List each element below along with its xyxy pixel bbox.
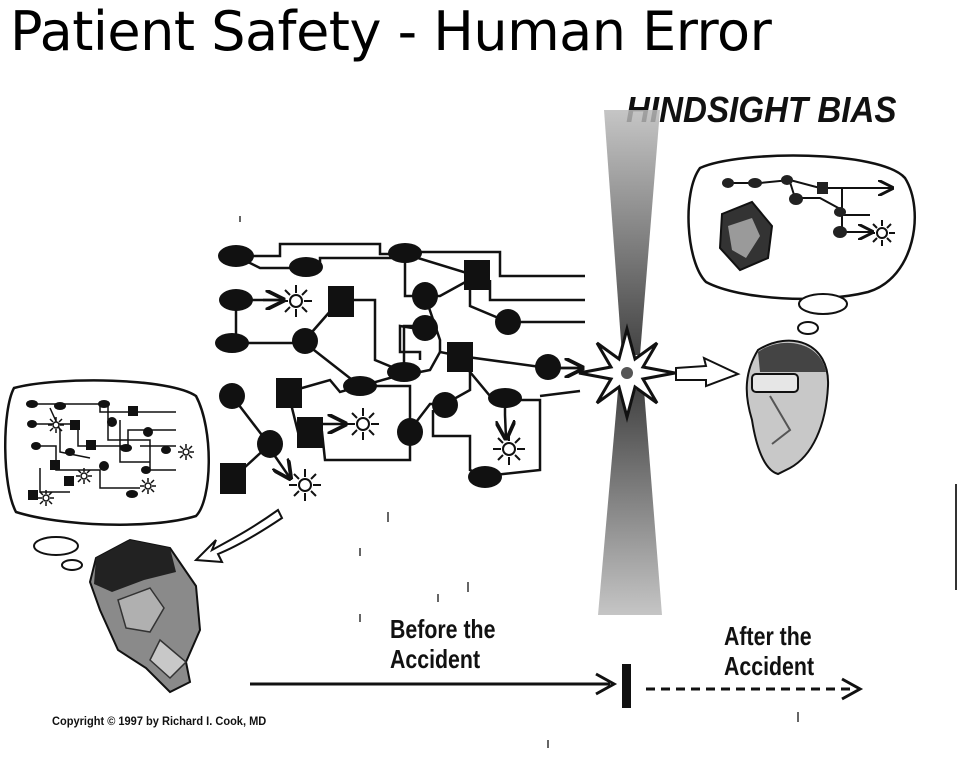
event-node: [343, 376, 377, 396]
hindsight-thought-bubble: [687, 154, 916, 335]
decision-node: [464, 260, 490, 290]
event-node: [292, 328, 318, 354]
before-label-line1: Before the: [390, 614, 496, 644]
event-node: [412, 315, 438, 341]
outcome-burst-icon: [38, 490, 54, 506]
foresight-arrow-icon: [193, 508, 284, 564]
outcome-burst-icon: [289, 469, 321, 501]
outcome-burst-icon: [347, 408, 379, 440]
event-node: [432, 392, 458, 418]
decision-node: [447, 342, 473, 372]
outcome-burst-icon: [869, 220, 895, 246]
decision-node: [328, 286, 354, 317]
outcome-burst-icon: [48, 417, 64, 433]
event-node: [397, 418, 423, 446]
outcome-burst-icon: [76, 468, 92, 484]
event-node: [219, 383, 245, 409]
event-node: [289, 257, 323, 277]
outcome-burst-icon: [140, 478, 156, 494]
event-node: [219, 289, 253, 311]
after-accident-label: After the Accident: [724, 621, 814, 681]
timeline: [250, 664, 864, 708]
after-label-line2: Accident: [724, 651, 815, 681]
outcome-burst-icon: [178, 444, 194, 460]
hindsight-arrow-icon: [675, 356, 741, 388]
event-node: [488, 388, 522, 408]
decision-node: [220, 463, 246, 494]
before-label-line2: Accident: [390, 644, 481, 674]
thinker-head-icon: [718, 200, 774, 272]
decision-node: [297, 417, 323, 448]
scan-marks: [239, 216, 957, 748]
event-node: [387, 362, 421, 382]
event-node: [257, 430, 283, 458]
event-node: [412, 282, 438, 310]
event-node: [468, 466, 502, 488]
foresight-head-icon: [88, 538, 202, 694]
hindsight-head-icon: [745, 339, 830, 476]
event-nodes: [215, 243, 561, 494]
accident-explosion: [578, 110, 676, 615]
hindsight-bias-heading: HINDSIGHT BIAS: [626, 89, 897, 130]
copyright-notice: Copyright © 1997 by Richard I. Cook, MD: [52, 714, 267, 728]
event-node: [495, 309, 521, 335]
after-label-line1: After the: [724, 621, 812, 651]
event-node: [215, 333, 249, 353]
event-node: [535, 354, 561, 380]
outcome-bursts: [280, 285, 525, 501]
decision-node: [276, 378, 302, 408]
accident-marker: [622, 664, 631, 708]
explosion-star-icon: [578, 323, 676, 423]
slide-title: Patient Safety - Human Error: [10, 0, 772, 63]
outcome-burst-icon: [493, 433, 525, 465]
foresight-thought-bubble: [4, 379, 210, 571]
outcome-burst-icon: [280, 285, 312, 317]
before-accident-label: Before the Accident: [390, 614, 495, 674]
event-node: [388, 243, 422, 263]
event-node: [218, 245, 254, 267]
